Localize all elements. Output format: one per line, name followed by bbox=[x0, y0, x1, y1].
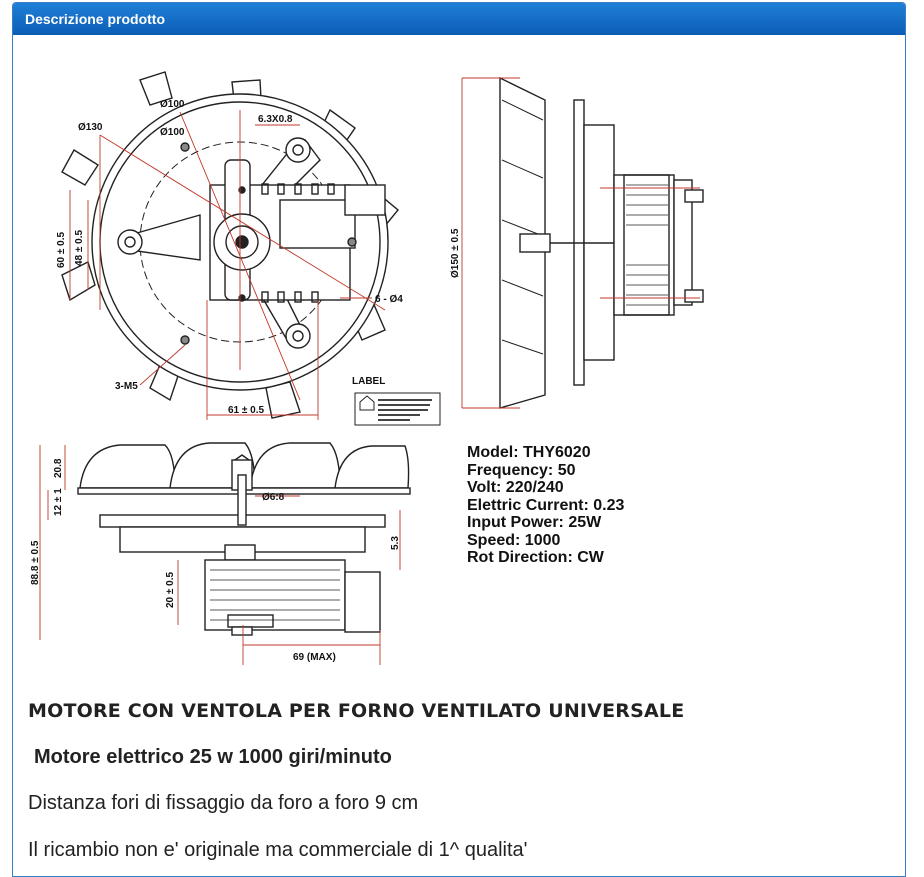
spec-current: Elettric Current: 0.23 bbox=[467, 496, 625, 514]
spec-power: Input Power: 25W bbox=[467, 514, 602, 531]
dim-48: 48 ± 0.5 bbox=[74, 229, 85, 266]
spec-volt: Volt: 220/240 bbox=[467, 479, 564, 496]
dim-d100-top: Ø100 bbox=[160, 99, 185, 110]
dim-5-3: 5.3 bbox=[390, 536, 401, 550]
product-title: MOTORE CON VENTOLA PER FORNO VENTILATO U… bbox=[28, 700, 685, 722]
dim-m5: 3-M5 bbox=[115, 381, 138, 392]
spec-list: Model: THY6020 Frequency: 50 Volt: 220/2… bbox=[467, 444, 624, 567]
dim-20: 20 ± 0.5 bbox=[165, 571, 176, 608]
dim-holes: 6 - Ø4 bbox=[375, 294, 403, 305]
product-detail-quality: Il ricambio non e' originale ma commerci… bbox=[28, 839, 528, 861]
label-text: LABEL bbox=[352, 376, 385, 387]
dim-d130: Ø130 bbox=[78, 122, 103, 133]
dim-screw: 6.3X0.8 bbox=[258, 114, 293, 125]
dim-12: 12 ± 1 bbox=[53, 488, 64, 516]
dim-88: 88.8 ± 0.5 bbox=[30, 540, 41, 585]
dim-d150: Ø150 ± 0.5 bbox=[450, 228, 461, 278]
side-dimension-lines bbox=[461, 77, 700, 409]
dim-d100-inner: Ø100 bbox=[160, 127, 185, 138]
product-detail-holes: Distanza fori di fissaggio da foro a for… bbox=[28, 792, 419, 814]
dim-69: 69 (MAX) bbox=[293, 652, 336, 663]
dim-60: 60 ± 0.5 bbox=[56, 231, 67, 268]
spec-frequency: Frequency: 50 bbox=[467, 461, 576, 479]
technical-drawing: Ø100 Ø130 Ø100 6.3X0.8 60 ± 0.5 48 ± 0.5… bbox=[30, 71, 704, 665]
front-dimension-lines bbox=[69, 110, 386, 420]
dim-61: 61 ± 0.5 bbox=[228, 405, 265, 416]
dim-20-8: 20.8 bbox=[53, 458, 64, 478]
dim-shaft: Ø6:8 bbox=[262, 492, 285, 503]
side-view bbox=[499, 76, 704, 409]
bottom-view bbox=[77, 442, 411, 636]
bottom-dimension-lines bbox=[39, 445, 401, 665]
spec-speed: Speed: 1000 bbox=[467, 531, 561, 549]
spec-model: Model: THY6020 bbox=[467, 444, 591, 461]
product-subtitle: Motore elettrico 25 w 1000 giri/minuto bbox=[34, 746, 392, 768]
spec-rotation: Rot Direction: CW bbox=[467, 549, 604, 566]
panel-header: Descrizione prodotto bbox=[13, 3, 905, 35]
front-view bbox=[61, 71, 399, 419]
